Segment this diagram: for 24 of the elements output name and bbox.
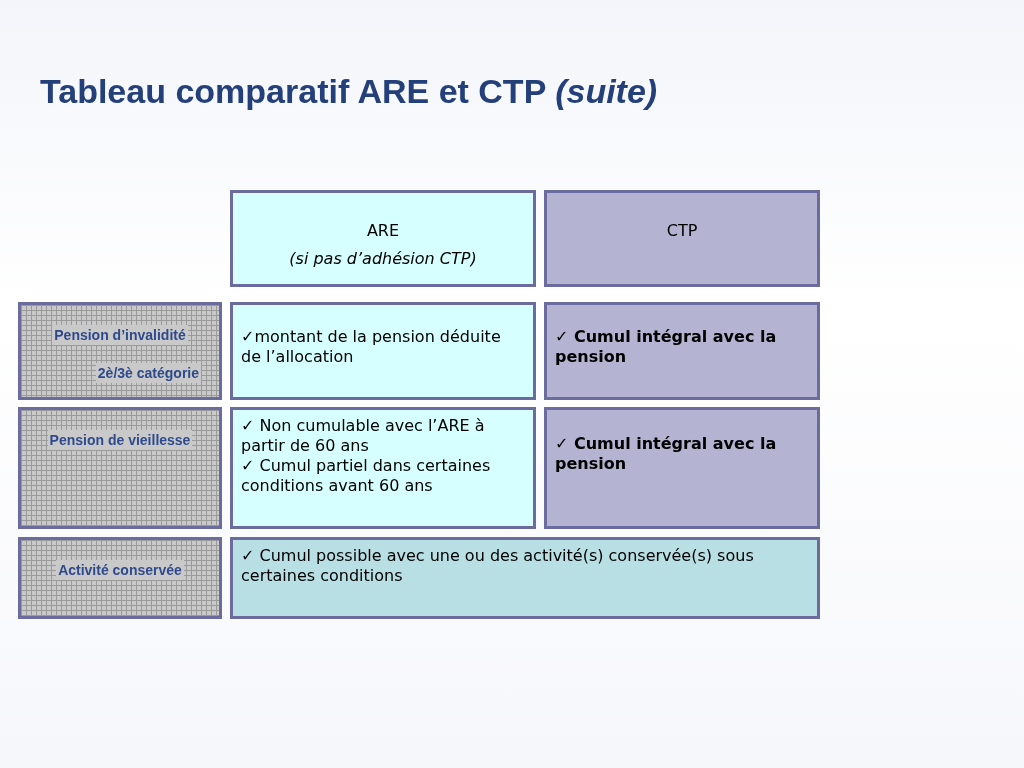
- header-label: CTP: [666, 221, 698, 240]
- cell-text: ✓ Cumul intégral avec la pension: [555, 327, 777, 366]
- row-header: [18, 407, 222, 529]
- cell-text: ✓ Cumul intégral avec la pension: [555, 434, 777, 473]
- column-header: [230, 190, 536, 287]
- row-label: Pension de vieillesse: [47, 430, 193, 450]
- row-label: Pension d’invalidité: [52, 325, 188, 345]
- header-label: (si pas d’adhésion CTP): [289, 249, 477, 268]
- cell-text: ✓montant de la pension déduite de l’allocation: [241, 327, 501, 366]
- slide-title: Tableau comparatif ARE et CTP (suite): [40, 72, 658, 111]
- column-header: [544, 190, 820, 287]
- cell-text: ✓ Non cumulable avec l’ARE à partir de 60 ans: [241, 416, 485, 455]
- cell-text: ✓ Cumul partiel dans certaines conditions avant 60 ans: [241, 456, 491, 495]
- header-label: ARE: [366, 221, 400, 240]
- table-cell: [544, 407, 820, 529]
- row-header: [18, 537, 222, 619]
- row-header: [18, 302, 222, 400]
- cell-text: ✓ Cumul possible avec une ou des activité(s) conservée(s) sous certaines conditions: [241, 546, 754, 585]
- row-label: Activité conservée: [56, 560, 184, 580]
- table-cell: [230, 537, 820, 619]
- table-cell: [230, 302, 536, 400]
- table-cell: [544, 302, 820, 400]
- table-cell: [230, 407, 536, 529]
- row-label: 2è/3è catégorie: [95, 363, 201, 383]
